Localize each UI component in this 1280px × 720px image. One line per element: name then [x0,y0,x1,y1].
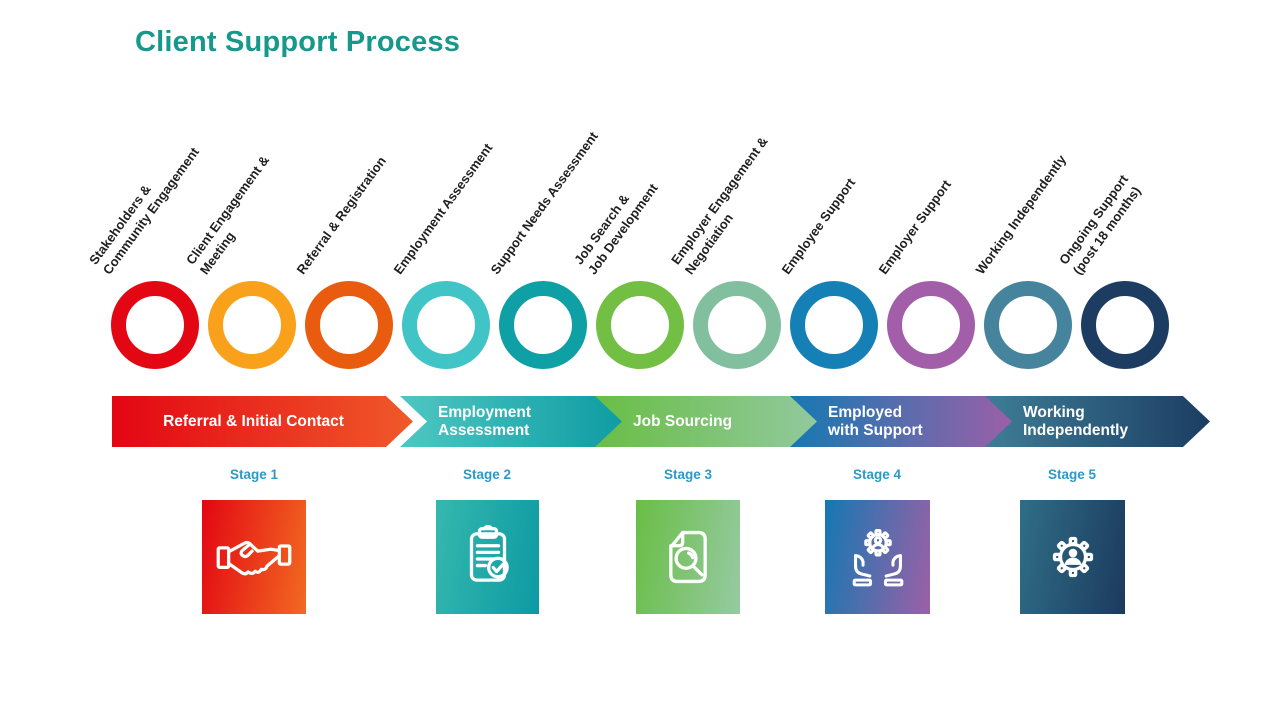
step-label: Employer Support [875,177,954,278]
stage-3-label: Stage 3 [663,467,713,482]
process-step-6: Job Search & Job Development [571,0,684,380]
step-ring [402,281,490,369]
phase-arrow-label: Employment Assessment [438,404,532,439]
step-label: Working Independently [972,152,1070,278]
step-ring [499,281,587,369]
hands-gear-person-icon [852,528,903,587]
handshake-icon [216,540,292,576]
stage-5-tile [1020,500,1125,614]
phase-arrow-label: Referral & Initial Contact [163,412,344,430]
step-ring [305,281,393,369]
phase-arrow-4: Employed with Support [790,396,1018,447]
process-step-9: Employer Support [876,0,975,380]
process-step-7: Employer Engagement & Negotiation [668,0,781,380]
stage-2-tile [436,500,539,614]
process-step-4: Employment Assessment [391,0,495,380]
process-step-1: Stakeholders & Community Engagement [86,0,202,380]
phase-arrow-label: Job Sourcing [633,412,733,430]
phase-arrow-label: Employed with Support [828,404,923,439]
process-step-5: Support Needs Assessment [488,0,601,380]
phase-arrow-2: Employment Assessment [400,396,628,447]
document-search-icon [669,530,707,584]
phase-arrow-1: Referral & Initial Contact [112,396,413,447]
stage-4-tile [825,500,930,614]
stage-4-label: Stage 4 [852,467,902,482]
step-ring [984,281,1072,369]
page-title: Client Support Process [135,26,461,58]
step-label: Employee Support [778,175,859,278]
clipboard-check-icon [469,525,509,582]
phase-arrow-3: Job Sourcing [595,396,823,447]
process-step-10: Working Independently [973,0,1072,380]
step-ring [208,281,296,369]
step-label: Employment Assessment [390,140,496,278]
step-ring [693,281,781,369]
stage-1-tile [202,500,306,614]
phase-arrow-label: Working Independently [1023,404,1129,439]
phase-arrow-5: Working Independently [985,396,1210,447]
process-step-2: Client Engagement & Meeting [183,0,296,380]
step-label: Employer Engagement & Negotiation [668,133,771,278]
stage-3-tile [636,500,740,614]
stage-2-label: Stage 2 [462,467,512,482]
process-step-8: Employee Support [779,0,878,380]
gear-person-icon [1052,536,1093,578]
step-ring [111,281,199,369]
stage-5-label: Stage 5 [1047,467,1097,482]
step-ring [1081,281,1169,369]
step-label: Referral & Registration [293,153,389,278]
process-step-3: Referral & Registration [294,0,393,380]
step-ring [790,281,878,369]
stage-1-label: Stage 1 [229,467,279,482]
process-step-11: Ongoing Support (post 18 months) [1056,0,1169,380]
step-ring [596,281,684,369]
step-ring [887,281,975,369]
